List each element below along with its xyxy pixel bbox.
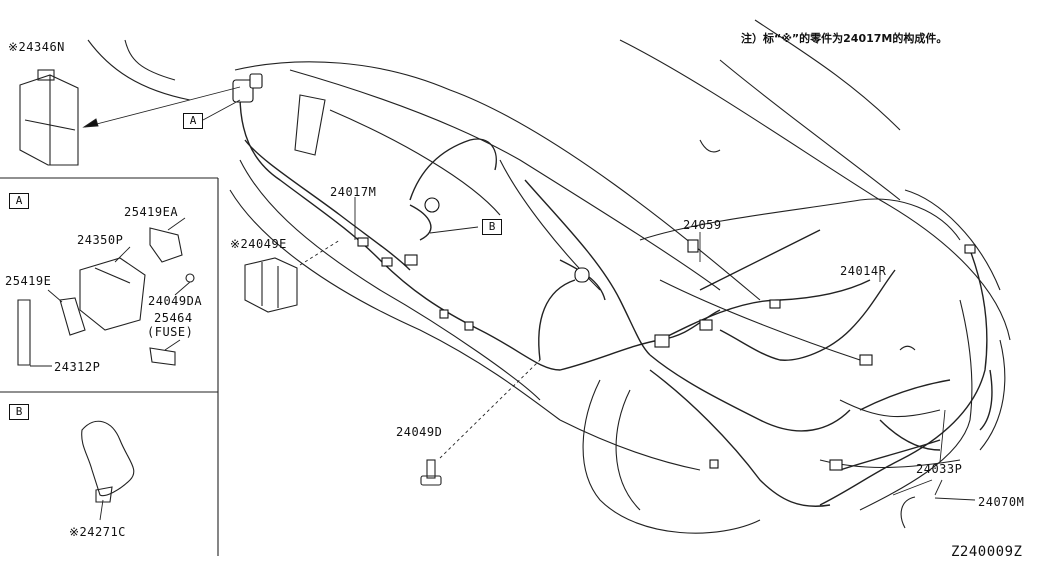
car-body-outline xyxy=(87,19,1011,534)
part-24049e-drawing xyxy=(244,257,298,313)
connectors xyxy=(232,73,976,471)
label-24271c: ※24271C xyxy=(69,525,126,539)
label-25419ea: 25419EA xyxy=(124,205,179,219)
detail-b-box: B xyxy=(9,404,29,420)
label-24070m: 24070M xyxy=(978,495,1025,509)
label-24017m: 24017M xyxy=(330,185,377,199)
detail-b-drawing xyxy=(81,420,135,503)
detail-a-box: A xyxy=(9,193,29,209)
callout-box-b: B xyxy=(482,219,502,235)
label-24049e: ※24049E xyxy=(230,237,287,251)
label-25419e: 25419E xyxy=(5,274,52,288)
label-24059: 24059 xyxy=(683,218,722,232)
label-24350p: 24350P xyxy=(77,233,124,247)
label-24033p: 24033P xyxy=(916,462,963,476)
label-24346n: ※24346N xyxy=(8,40,65,54)
diagram-code: Z240009Z xyxy=(951,544,1023,560)
label-fuse: (FUSE) xyxy=(147,325,194,339)
label-25464: 25464 xyxy=(154,311,193,325)
part-24049d-bolt xyxy=(420,459,442,486)
callout-box-a: A xyxy=(183,113,203,129)
label-24049da: 24049DA xyxy=(148,294,203,308)
detail-panels xyxy=(0,177,219,556)
label-24014r: 24014R xyxy=(840,264,887,278)
part-24346n-drawing xyxy=(19,69,79,166)
leader-lines xyxy=(30,86,976,521)
part-24070m-drawing xyxy=(900,496,916,529)
label-24312p: 24312P xyxy=(54,360,101,374)
note-text: 注）标“※”的零件为24017M的构成件。 xyxy=(741,32,948,45)
label-24049d: 24049D xyxy=(396,425,443,439)
